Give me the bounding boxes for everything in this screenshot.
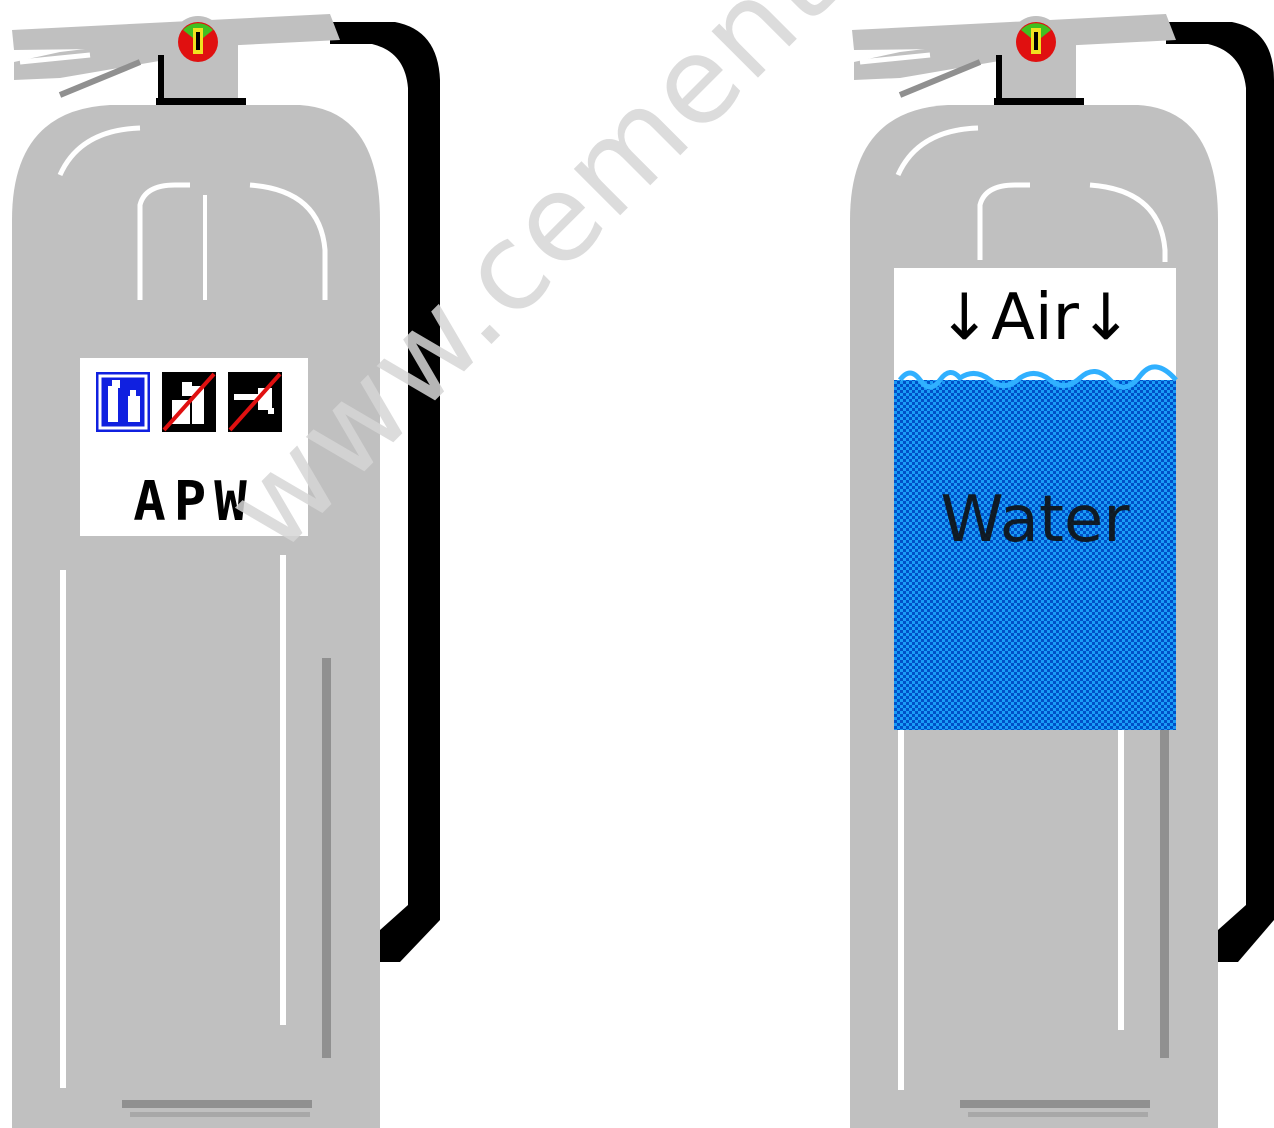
no-electric-icon (162, 372, 216, 432)
air-label: ↓Air↓ (894, 278, 1176, 358)
pressure-gauge-icon (1010, 16, 1062, 68)
no-oil-icon (228, 372, 282, 432)
extinguisher-water-diagram (850, 14, 1274, 1128)
pressure-gauge-icon (172, 16, 224, 68)
water-label: Water (894, 480, 1176, 560)
extinguisher-type-label: APW (80, 470, 308, 533)
extinguisher-label-panel: APW (80, 358, 308, 536)
person-icon (96, 372, 150, 432)
extinguisher-apw (12, 14, 440, 1128)
